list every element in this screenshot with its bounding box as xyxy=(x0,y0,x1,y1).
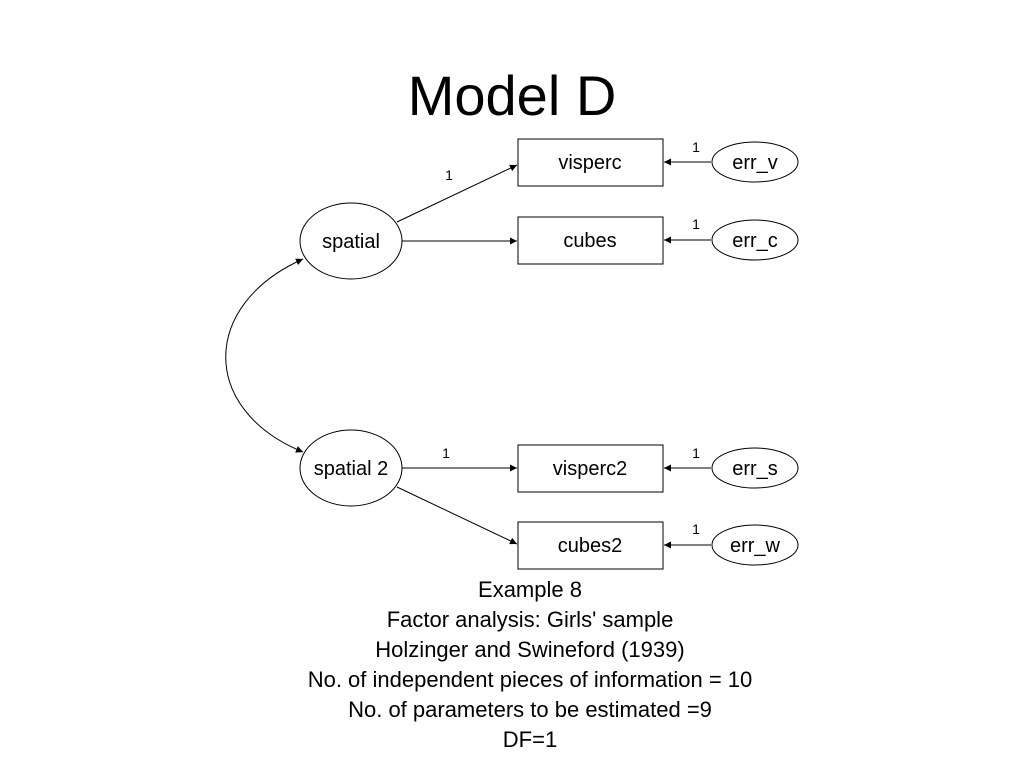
observed-cubes: cubes xyxy=(517,216,664,265)
observed-visperc2-label: visperc2 xyxy=(553,458,627,480)
error-err-v: err_v xyxy=(711,141,799,183)
caption-line: No. of independent pieces of information… xyxy=(307,667,753,692)
label-spatial2-visperc2: 1 xyxy=(442,445,450,461)
label-err-c: 1 xyxy=(692,216,700,232)
error-err-c: err_c xyxy=(711,219,799,261)
error-err-v-label: err_v xyxy=(732,152,778,174)
label-err-v: 1 xyxy=(692,139,700,155)
caption-line: No. of parameters to be estimated =9 xyxy=(348,697,712,722)
latent-spatial2-label: spatial 2 xyxy=(314,458,389,480)
caption-line: Holzinger and Swineford (1939) xyxy=(375,637,685,662)
error-err-w: err_w xyxy=(711,524,799,566)
slide-title: Model D xyxy=(407,64,617,127)
label-err-s: 1 xyxy=(692,445,700,461)
label-spatial-visperc: 1 xyxy=(445,167,453,183)
path-spatial2-cubes2 xyxy=(396,486,518,545)
error-err-s: err_s xyxy=(711,447,799,489)
error-err-c-label: err_c xyxy=(732,230,778,252)
latent-spatial: spatial xyxy=(299,202,403,280)
error-err-s-label: err_s xyxy=(732,458,778,480)
observed-visperc: visperc xyxy=(517,138,664,187)
caption-line: DF=1 xyxy=(502,727,558,752)
observed-cubes2-label: cubes2 xyxy=(558,535,623,557)
covariance-arc xyxy=(225,258,304,453)
label-err-w: 1 xyxy=(692,521,700,537)
observed-visperc2: visperc2 xyxy=(517,444,664,493)
observed-visperc-label: visperc xyxy=(558,152,621,174)
observed-cubes-label: cubes xyxy=(563,230,616,252)
error-err-w-label: err_w xyxy=(730,535,781,557)
observed-cubes2: cubes2 xyxy=(517,521,664,570)
latent-spatial2: spatial 2 xyxy=(299,429,403,507)
latent-spatial-label: spatial xyxy=(322,231,380,253)
caption-line: Example 8 xyxy=(478,577,582,602)
caption-line: Factor analysis: Girls' sample xyxy=(386,607,674,632)
path-spatial-visperc xyxy=(396,164,518,223)
caption: Example 8 Factor analysis: Girls' sample… xyxy=(0,575,1024,755)
